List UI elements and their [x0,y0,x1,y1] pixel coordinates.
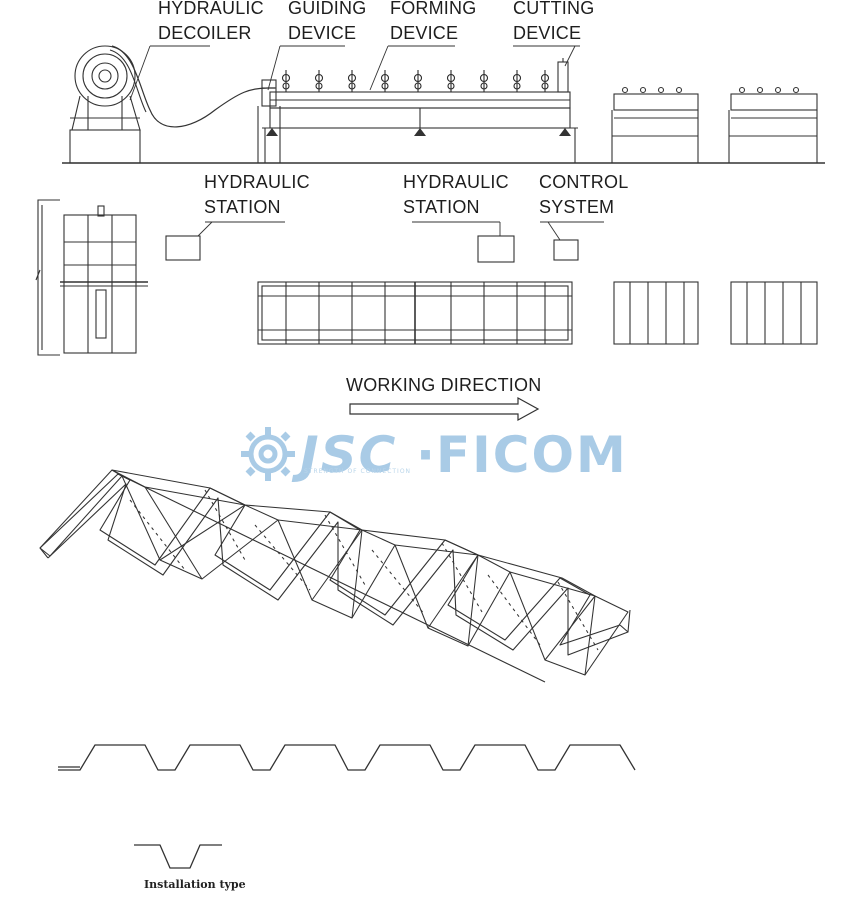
runout-table-1-elevation [611,86,699,163]
logo-tagline: STRENGTH OF CONNECTION [304,468,412,475]
logo-separator: · [416,426,435,484]
label-cutting-device: CUTTING DEVICE [513,0,595,43]
hydraulic-station-1-box [165,235,201,261]
company-logo: JSC · FICOM STRENGTH OF CONNECTION [238,424,626,484]
runout-table-2-elevation [728,86,818,163]
label-forming-device: FORMING DEVICE [390,0,477,43]
control-system-box [553,239,579,261]
installation-type-caption: Installation type [144,878,246,891]
hydraulic-station-2-box [477,235,515,263]
roller-stations [281,70,550,92]
deck-ribs [117,473,546,683]
decoiler-elevation [69,45,141,164]
cutting-elevation [557,58,569,93]
label-control-system: CONTROL SYSTEM [539,172,629,217]
direction-arrow-icon [349,396,540,422]
label-guiding-device: GUIDING DEVICE [288,0,367,43]
runout-table-2-plan [730,281,818,345]
label-hydraulic-station-1: HYDRAULIC STATION [204,172,310,217]
label-working-direction: WORKING DIRECTION [346,375,542,395]
deck-corrugation [39,469,629,676]
gear-icon [241,427,295,481]
label-hydraulic-station-2: HYDRAULIC STATION [403,172,509,217]
runout-table-1-plan [613,281,699,345]
machine-feet [266,128,571,136]
forming-plan [257,281,573,345]
label-hydraulic-decoiler: HYDRAULIC DECOILER [158,0,264,43]
logo-ficom: FICOM [436,426,628,484]
logo-jsc: JSC [300,426,398,484]
strip-path [111,45,275,128]
decoiler-plan [35,199,148,356]
